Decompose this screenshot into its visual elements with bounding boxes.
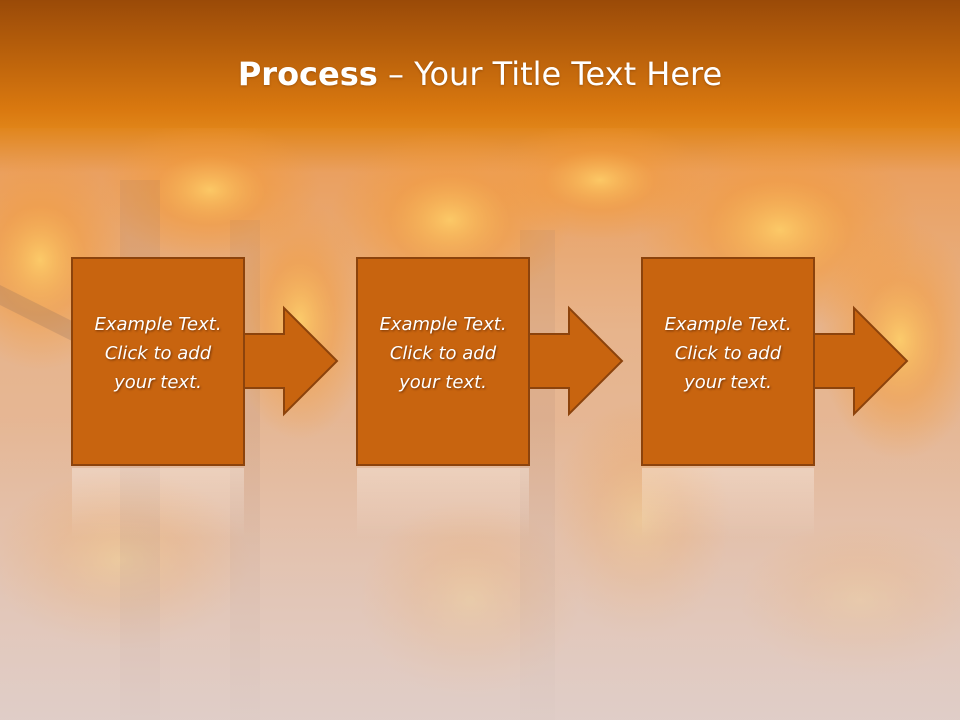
step-text[interactable]: Example Text. Click to add your text. — [72, 310, 244, 397]
step-text-line2: Click to add — [389, 343, 497, 364]
step-box — [71, 257, 245, 466]
step-text-line3: your text. — [114, 372, 202, 393]
title-rest: – Your Title Text Here — [377, 55, 723, 93]
process-step-2[interactable]: Example Text. Click to add your text. — [356, 257, 624, 558]
title-bold: Process — [237, 55, 378, 93]
step-text-line2: Click to add — [674, 343, 782, 364]
step-text[interactable]: Example Text. Click to add your text. — [357, 310, 529, 397]
step-text-line2: Click to add — [104, 343, 212, 364]
step-text-line3: your text. — [684, 372, 772, 393]
arrow-right-icon — [529, 305, 624, 417]
step-text-line1: Example Text. — [664, 314, 792, 335]
step-text-line3: your text. — [399, 372, 487, 393]
arrow-right-icon — [814, 305, 909, 417]
arrow-right-icon — [244, 305, 339, 417]
slide-title[interactable]: Process – Your Title Text Here — [0, 52, 960, 96]
process-step-1[interactable]: Example Text. Click to add your text. — [71, 257, 339, 558]
step-text-line1: Example Text. — [94, 314, 222, 335]
process-step-3[interactable]: Example Text. Click to add your text. — [641, 257, 909, 558]
step-text[interactable]: Example Text. Click to add your text. — [642, 310, 814, 397]
step-text-line1: Example Text. — [379, 314, 507, 335]
step-box — [641, 257, 815, 466]
step-box — [356, 257, 530, 466]
